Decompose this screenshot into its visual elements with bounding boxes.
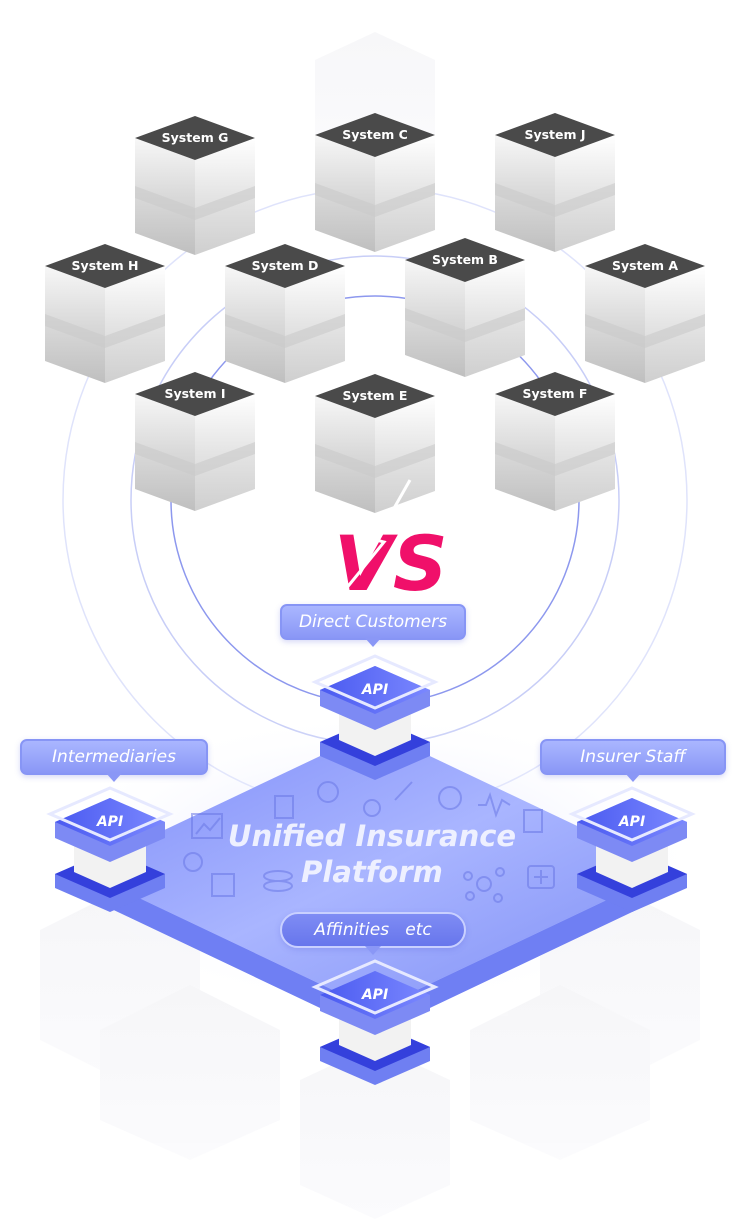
system-cube-j: System J <box>495 113 615 252</box>
background-blocks <box>40 32 700 1219</box>
api-label: API <box>361 987 388 1003</box>
system-label: System G <box>162 130 229 145</box>
platform-title-line2: Platform <box>301 855 443 889</box>
platform-title-line1: Unified Insurance <box>228 819 516 853</box>
system-cube-e: System E <box>315 374 435 513</box>
globe-icon <box>183 852 203 872</box>
system-label: System F <box>523 386 588 401</box>
document-icon <box>274 795 294 819</box>
callout-intermediaries: Intermediaries <box>20 739 208 782</box>
api-label: API <box>96 814 123 830</box>
api-stack: API <box>311 654 439 780</box>
callout-insurer-staff: Insurer Staff <box>540 739 726 782</box>
people-icon <box>363 799 381 817</box>
medical-kit-icon <box>527 865 555 889</box>
chart-icon <box>191 813 223 839</box>
api-stack: API <box>46 786 174 912</box>
clipboard-icon <box>523 809 543 833</box>
system-label: System C <box>342 127 408 142</box>
callout-intermediaries-label: Intermediaries <box>52 747 176 767</box>
system-label: System J <box>524 127 585 142</box>
system-cubes: System G System C System J System H System D… <box>45 113 705 513</box>
system-cube-h: System H <box>45 244 165 383</box>
system-cube-i: System I <box>135 372 255 511</box>
chart-line-icon <box>195 817 221 835</box>
system-cube-f: System F <box>495 372 615 511</box>
api-stack: API <box>568 786 696 912</box>
vs-label: VS <box>334 519 448 608</box>
system-cube-d: System D <box>225 244 345 383</box>
callout-insurer-staff-label: Insurer Staff <box>580 747 686 767</box>
system-cube-b: System B <box>405 238 525 377</box>
atom-icon <box>317 781 339 803</box>
system-cube-g: System G <box>135 116 255 255</box>
system-label: System E <box>343 388 408 403</box>
api-label: API <box>618 814 645 830</box>
system-cube-c: System C <box>315 113 435 252</box>
callout-direct-customers-label: Direct Customers <box>298 612 448 632</box>
api-label: API <box>361 682 388 698</box>
system-label: System I <box>164 386 225 401</box>
system-label: System D <box>252 258 319 273</box>
network-icon <box>476 876 492 892</box>
unified-insurance-platform: Unified Insurance Platform <box>80 730 670 1034</box>
api-stacks: API API API API <box>46 654 696 1085</box>
system-label: System H <box>72 258 139 273</box>
system-label: System A <box>612 258 678 273</box>
system-label: System B <box>432 252 498 267</box>
pulse-icon <box>478 791 511 819</box>
safe-icon <box>211 873 235 897</box>
syringe-icon <box>394 781 413 801</box>
search-person-icon <box>438 786 462 810</box>
callout-affinities: Affinities etc <box>280 912 466 955</box>
api-stack: API <box>311 959 439 1085</box>
system-cube-a: System A <box>585 244 705 383</box>
platform-icons <box>183 781 555 903</box>
callout-affinities-label: Affinities etc <box>314 920 432 940</box>
callout-direct-customers: Direct Customers <box>280 604 466 647</box>
vs-graphic: VS <box>334 479 448 608</box>
